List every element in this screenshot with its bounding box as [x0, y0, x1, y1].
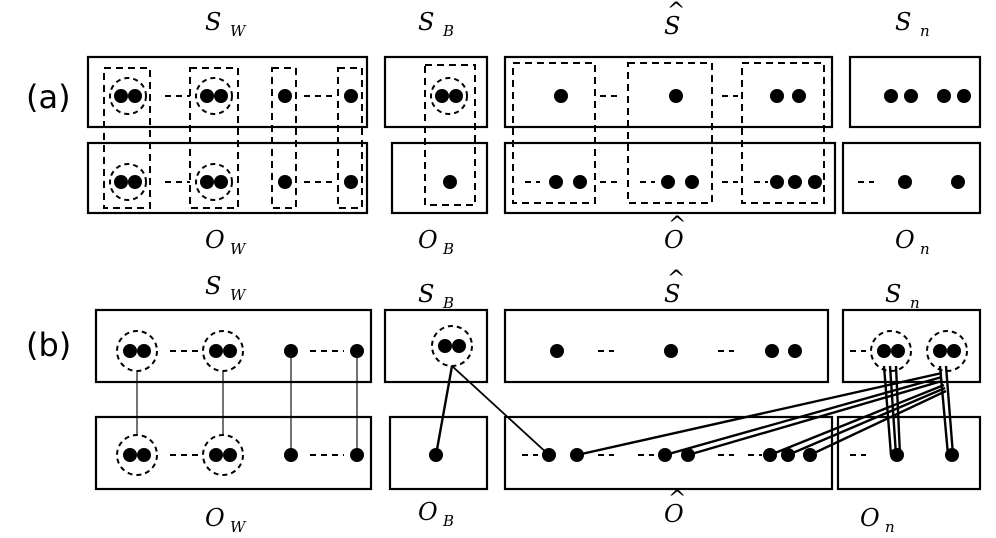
group-rect-2	[189, 67, 239, 209]
group-rect-3	[271, 67, 297, 209]
box-s-w-a	[86, 55, 369, 129]
svg-text:S: S	[205, 272, 221, 300]
box-s-hat-b	[503, 308, 830, 384]
svg-text:n: n	[910, 294, 920, 312]
group-rect-4	[337, 67, 363, 209]
links-matching	[434, 365, 955, 457]
label-s-hat-a: ^ S	[664, 0, 685, 40]
label-o-n-b: O n	[860, 504, 895, 536]
svg-text:B: B	[442, 294, 454, 312]
svg-text:n: n	[920, 240, 930, 258]
box-o-w-b	[94, 415, 373, 491]
box-s-b-b	[383, 308, 489, 384]
group-rect-8	[741, 62, 825, 204]
box-o-hat-b	[503, 415, 834, 491]
svg-text:S: S	[205, 8, 221, 36]
panel-b-tag: (b)	[26, 326, 71, 364]
group-rect-6	[512, 62, 596, 204]
box-s-hat-a	[503, 55, 834, 129]
label-s-n-b: S n	[885, 280, 920, 312]
box-s-n-a	[848, 55, 982, 129]
svg-text:S: S	[895, 8, 911, 36]
pair-circle	[195, 77, 233, 115]
svg-text:W: W	[230, 518, 247, 536]
box-o-b-b	[388, 415, 489, 491]
svg-text:n: n	[885, 518, 895, 536]
links-o-w	[136, 351, 358, 455]
svg-text:W: W	[230, 240, 247, 258]
svg-text:O: O	[895, 226, 915, 254]
box-s-b-a	[383, 55, 489, 129]
panel-a-tag: (a)	[26, 78, 71, 116]
svg-text:^: ^	[667, 0, 685, 24]
dots-panel-a	[114, 89, 971, 189]
group-rect-7	[627, 62, 713, 204]
svg-text:S: S	[418, 280, 434, 308]
svg-text:O: O	[418, 226, 438, 254]
label-o-hat-b: ^ O	[664, 487, 686, 528]
box-o-b-a	[390, 141, 489, 215]
label-o-hat-a: ^ O	[664, 213, 686, 254]
label-s-w-a: S W	[205, 8, 247, 40]
svg-text:^: ^	[668, 487, 686, 512]
dots-panel-b	[123, 339, 961, 462]
box-o-w-a	[86, 141, 369, 215]
label-s-hat-b: ^ S	[664, 267, 685, 308]
svg-text:O: O	[418, 498, 438, 526]
label-s-w-b: S W	[205, 272, 247, 304]
pair-circle	[109, 163, 147, 201]
svg-text:B: B	[442, 22, 454, 40]
svg-text:S: S	[418, 8, 434, 36]
svg-text:n: n	[920, 22, 930, 40]
pair-circle	[430, 77, 468, 115]
label-o-n-a: O n	[895, 226, 930, 258]
group-rect-1	[103, 67, 151, 209]
group-rect-5	[424, 64, 476, 206]
svg-text:S: S	[664, 12, 680, 40]
svg-text:B: B	[442, 240, 454, 258]
box-s-w-b	[94, 308, 373, 384]
label-o-w-a: O W	[205, 226, 247, 258]
label-o-b-b: O B	[418, 498, 454, 530]
svg-text:S: S	[664, 280, 680, 308]
svg-text:B: B	[442, 512, 454, 530]
pair-circle	[109, 77, 147, 115]
pair-circle	[195, 163, 233, 201]
svg-text:^: ^	[667, 267, 685, 292]
box-o-n-a	[841, 141, 982, 215]
label-o-b-a: O B	[418, 226, 454, 258]
box-o-n-b	[836, 415, 982, 491]
label-s-b-a: S B	[418, 8, 454, 40]
svg-text:W: W	[230, 286, 247, 304]
svg-text:S: S	[885, 280, 901, 308]
label-s-b-b: S B	[418, 280, 454, 312]
svg-text:O: O	[664, 226, 684, 254]
svg-text:O: O	[860, 504, 880, 532]
svg-text:W: W	[230, 22, 247, 40]
box-o-hat-a	[503, 141, 837, 215]
svg-text:^: ^	[668, 213, 686, 238]
svg-text:O: O	[664, 500, 684, 528]
label-o-w-b: O W	[205, 504, 247, 536]
label-s-n-a: S n	[895, 8, 930, 40]
box-s-n-b	[841, 308, 982, 384]
svg-text:O: O	[205, 504, 225, 532]
svg-text:O: O	[205, 226, 225, 254]
